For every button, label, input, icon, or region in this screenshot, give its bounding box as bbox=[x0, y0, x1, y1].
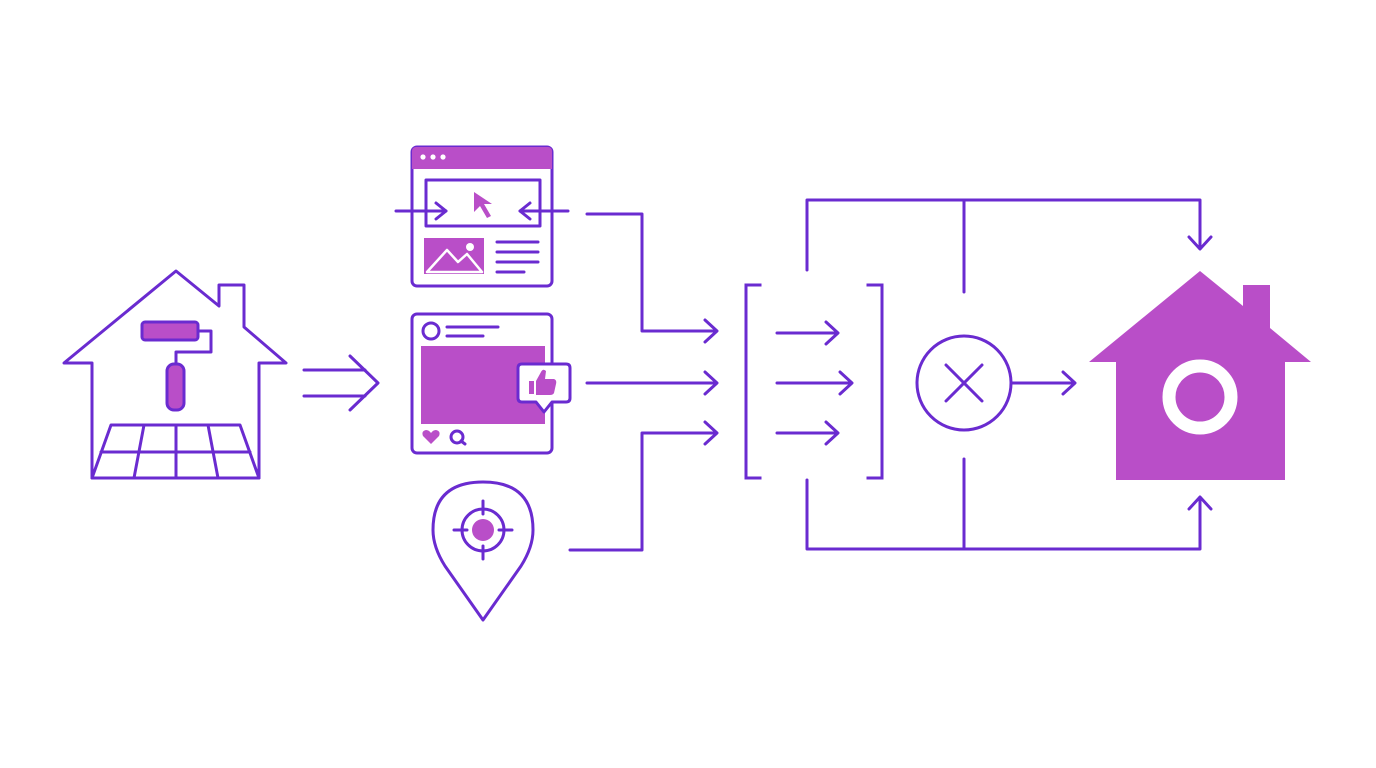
paint-roller-icon bbox=[140, 320, 213, 412]
compress-arrows-icon bbox=[394, 201, 570, 221]
heart-icon bbox=[422, 430, 440, 444]
browser-window-icon bbox=[394, 145, 570, 288]
comment-icon bbox=[449, 429, 467, 446]
thumbs-up-icon bbox=[516, 362, 572, 414]
output-arrow bbox=[1010, 370, 1077, 396]
location-target-pin-icon bbox=[431, 480, 535, 622]
circle-x-icon bbox=[915, 334, 1013, 432]
channel-connectors bbox=[568, 212, 719, 552]
loop-connectors bbox=[805, 198, 1213, 551]
house-paint-roller-icon bbox=[62, 269, 288, 480]
double-arrow bbox=[302, 354, 380, 412]
image-icon bbox=[424, 238, 484, 274]
social-media-post-icon bbox=[410, 312, 572, 455]
filled-house-icon bbox=[1089, 271, 1311, 480]
cursor-icon bbox=[474, 192, 492, 218]
bracket-funnel-icon bbox=[744, 283, 884, 480]
